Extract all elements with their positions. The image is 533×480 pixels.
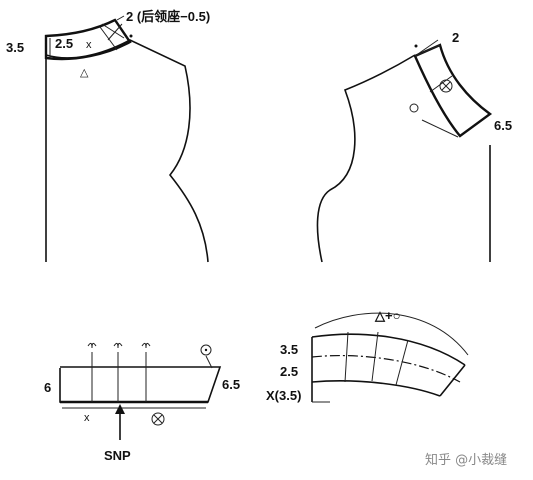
watermark-text: 知乎 @小裁缝: [425, 452, 507, 468]
back-neck-inner-label: 2.5: [55, 36, 73, 51]
back-triangle-mark: △: [80, 67, 89, 79]
stand-top-arc: [314, 312, 469, 356]
stand-spoke-3: [395, 339, 409, 386]
scissor-mark-3: [141, 342, 151, 349]
collar-otimes-mark: [151, 412, 165, 426]
stand-h2-label: 2.5: [280, 364, 298, 379]
stand-bottom-curve: [311, 380, 441, 397]
collar-band-outline: [59, 366, 222, 403]
scissor-mark-2: [113, 342, 123, 349]
front-leader-1: [414, 39, 439, 57]
front-six-five-label: 6.5: [494, 118, 512, 133]
collar-otimes-x2: [153, 414, 163, 424]
collar-dot-center: [204, 348, 208, 352]
front-collar-div-1: [414, 44, 441, 57]
collar-right-leader: [205, 355, 213, 369]
snp-label: SNP: [104, 448, 131, 463]
front-bodice-panel: [316, 39, 493, 263]
collar-x-label: x: [84, 412, 90, 424]
front-otimes-mark: [439, 79, 453, 93]
stand-h1-label: 3.5: [280, 342, 298, 357]
back-x-mark: x: [86, 39, 92, 51]
back-collar-mid-line: [99, 26, 118, 51]
collar-left-label: 6: [44, 380, 51, 395]
collar-right-label: 6.5: [222, 377, 240, 392]
front-top-dot: [414, 44, 418, 48]
collar-band-draft: [59, 342, 222, 440]
back-collar-dot: [129, 34, 133, 38]
back-bodice-panel: [44, 15, 209, 263]
front-leader-2: [421, 119, 459, 138]
stand-spoke-2: [371, 331, 379, 382]
snp-arrow-head: [115, 404, 125, 414]
stand-inner-curve: [311, 355, 461, 383]
back-top-leader: [116, 15, 125, 21]
back-neck-height-label: 3.5: [6, 40, 24, 55]
back-collar-cross-2: [107, 23, 123, 41]
front-otimes-x2: [441, 81, 451, 91]
stand-outer-curve: [311, 333, 466, 366]
stand-h3-label: X(3.5): [266, 388, 301, 403]
back-neck-collar-piece: [44, 18, 132, 61]
front-collar-div-2: [429, 75, 453, 93]
collar-stand-draft: [311, 312, 469, 403]
back-collar-cross-1: [101, 23, 125, 39]
back-neck-top-label: 2 (后领座−0.5): [126, 9, 210, 24]
scissor-mark-1: [87, 342, 97, 349]
stand-top-label: △+○: [374, 308, 400, 323]
front-two-label: 2: [452, 30, 459, 45]
stand-right-edge: [439, 364, 466, 397]
collar-dot-circle: [200, 344, 212, 356]
front-bodice-outline: [316, 54, 491, 263]
back-bodice-outline: [45, 39, 209, 263]
front-circle-mark: [409, 103, 419, 113]
front-collar-stand-piece: [413, 43, 493, 138]
stand-spoke-1: [344, 331, 349, 383]
